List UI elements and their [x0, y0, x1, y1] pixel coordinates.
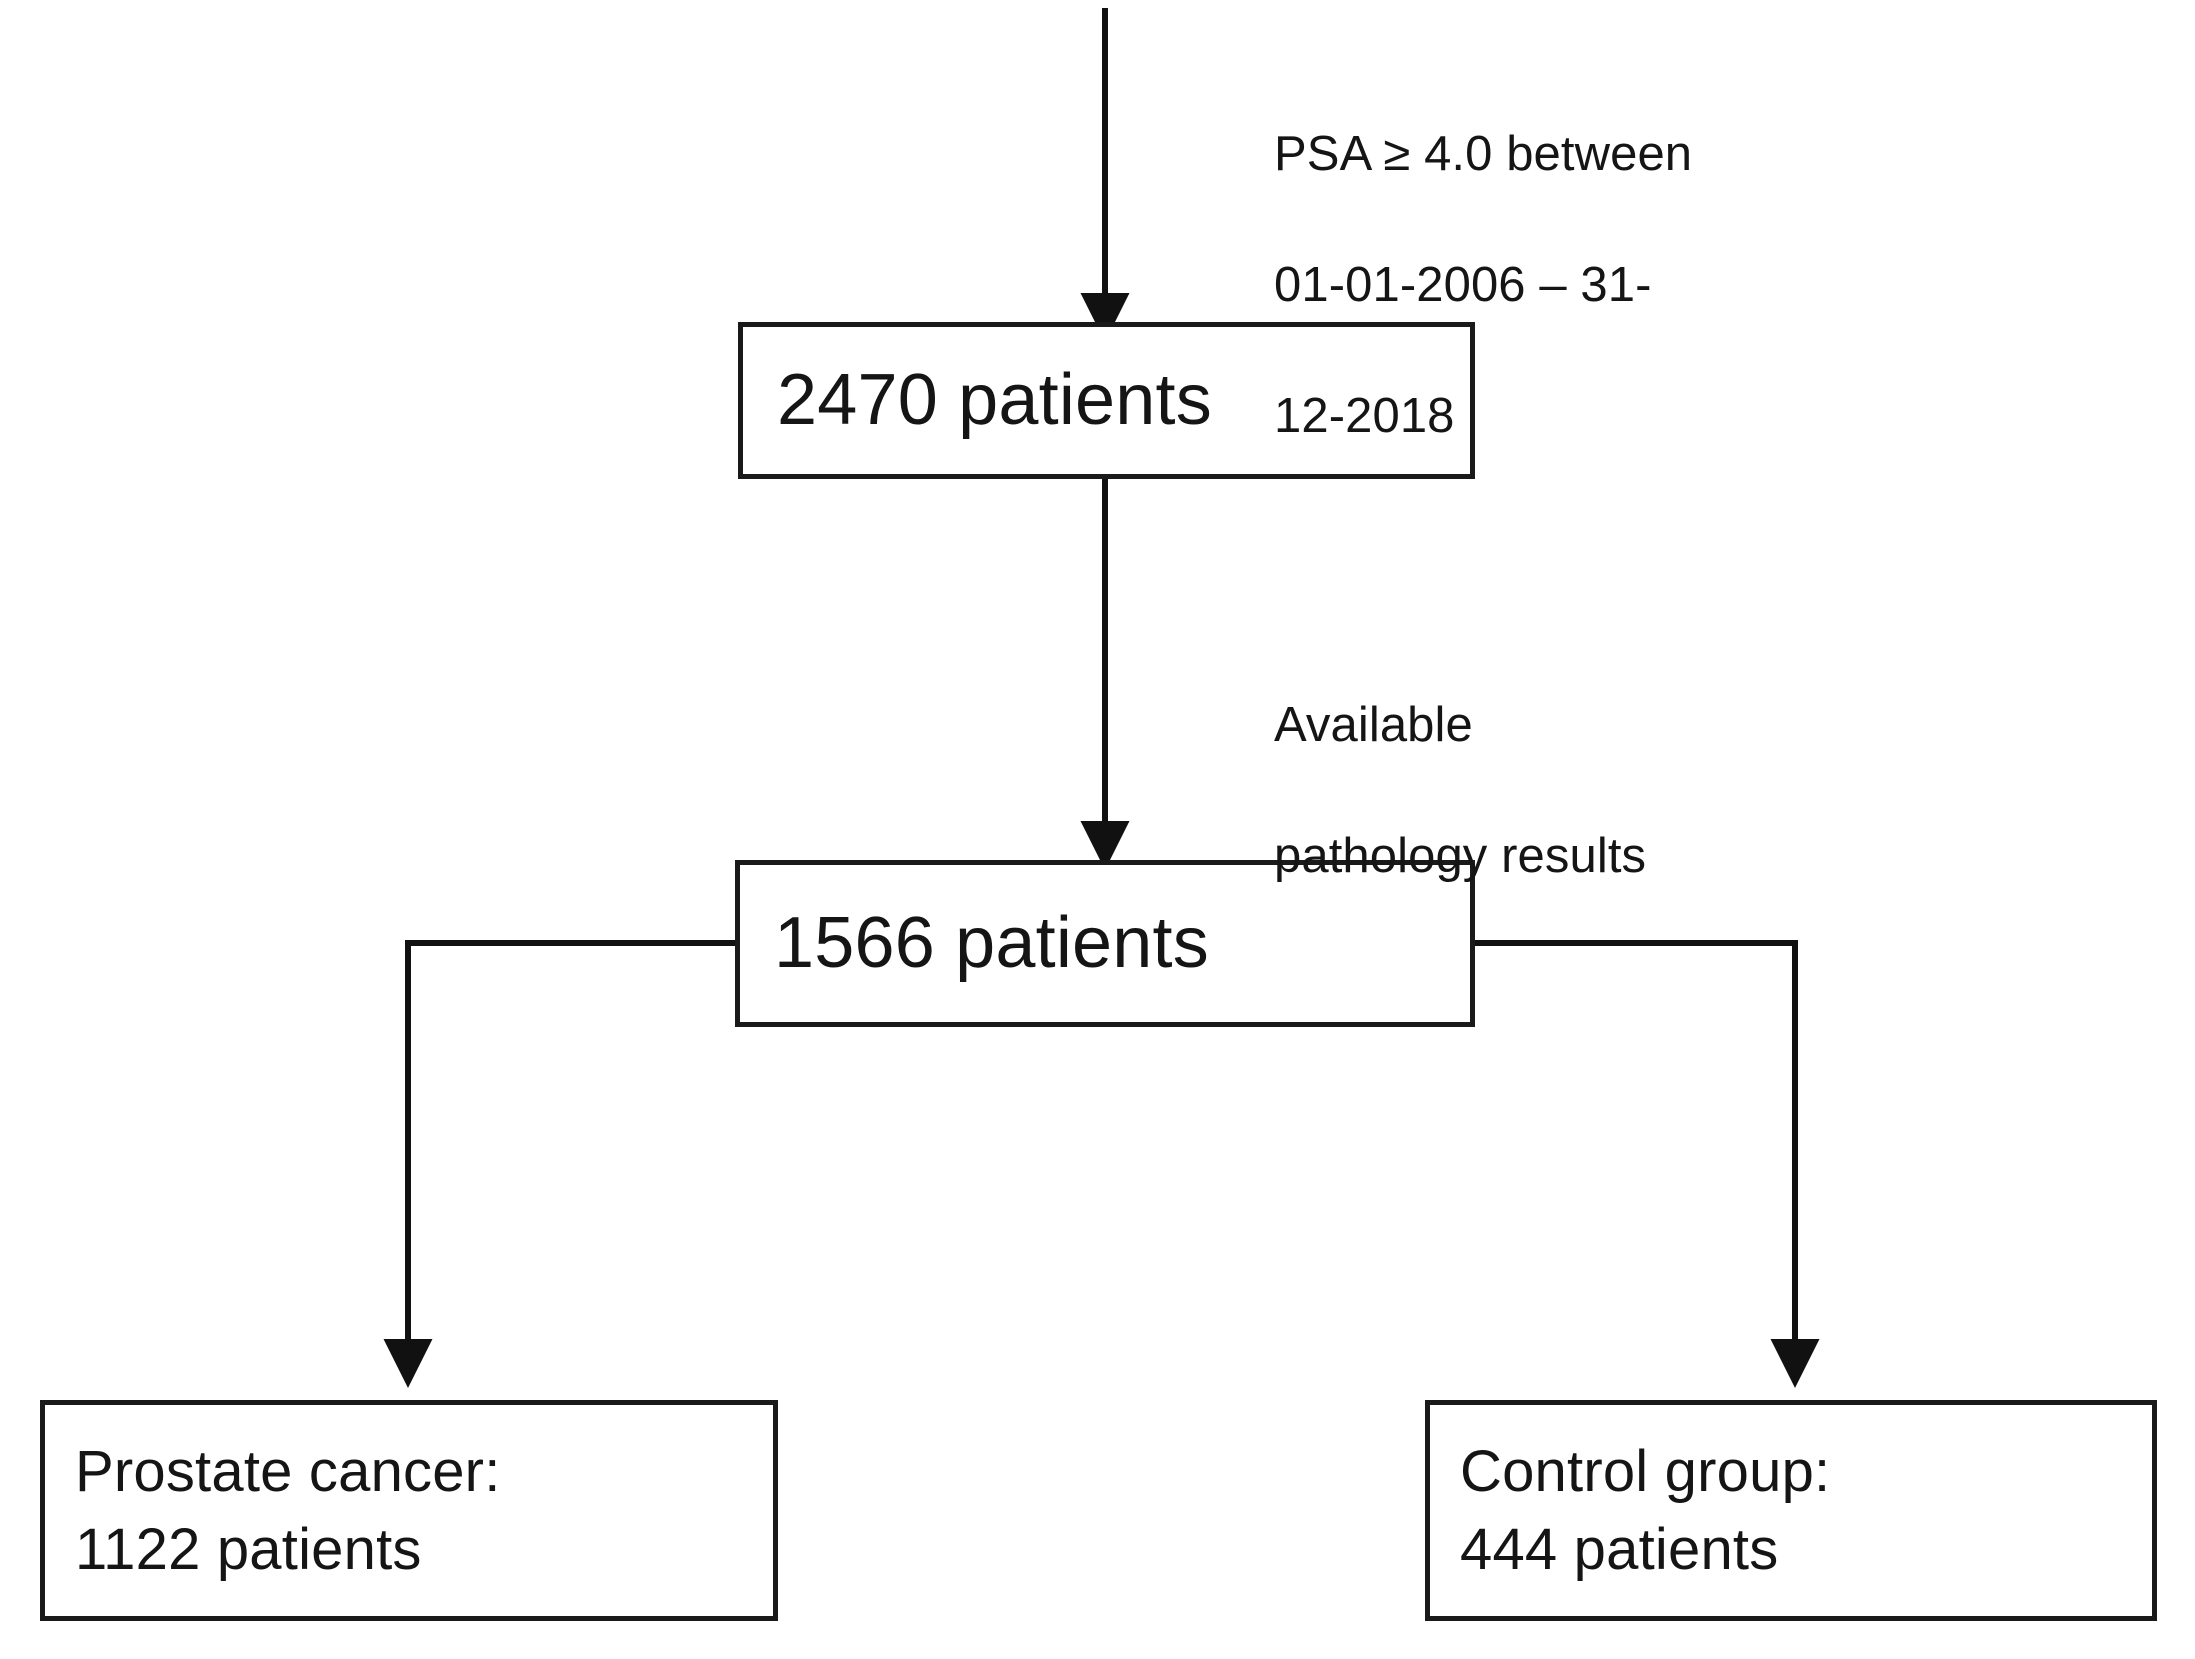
inclusion-criteria-line-2: 01-01-2006 – 31- — [1274, 257, 1652, 312]
inclusion-criteria-line-1: PSA ≥ 4.0 between — [1274, 126, 1693, 181]
node-prostate-cancer[interactable]: Prostate cancer: 1122 patients — [40, 1400, 778, 1621]
inclusion-criteria-line-3: 12-2018 — [1274, 389, 1455, 444]
pathology-available-line-2: pathology results — [1274, 828, 1647, 883]
edge-label-inclusion-criteria: PSA ≥ 4.0 between 01-01-2006 – 31- 12-20… — [1274, 56, 1814, 450]
connector-1566-to-prostate-cancer — [383, 940, 735, 1388]
node-control-group-title: Control group: — [1460, 1438, 1831, 1504]
connector-1566-to-control-group — [1475, 940, 1820, 1388]
pathology-available-line-1: Available — [1274, 697, 1473, 752]
node-2470-patients[interactable]: 2470 patients — [738, 322, 1475, 479]
node-control-group[interactable]: Control group: 444 patients — [1425, 1400, 2157, 1621]
node-control-group-count: 444 patients — [1460, 1516, 1779, 1582]
node-prostate-cancer-title: Prostate cancer: — [75, 1438, 501, 1504]
node-prostate-cancer-count: 1122 patients — [75, 1516, 422, 1582]
node-2470-patients-label: 2470 patients — [777, 359, 1212, 440]
node-1566-patients-label: 1566 patients — [774, 902, 1209, 983]
edge-label-pathology-available: Available pathology results — [1274, 627, 1834, 890]
